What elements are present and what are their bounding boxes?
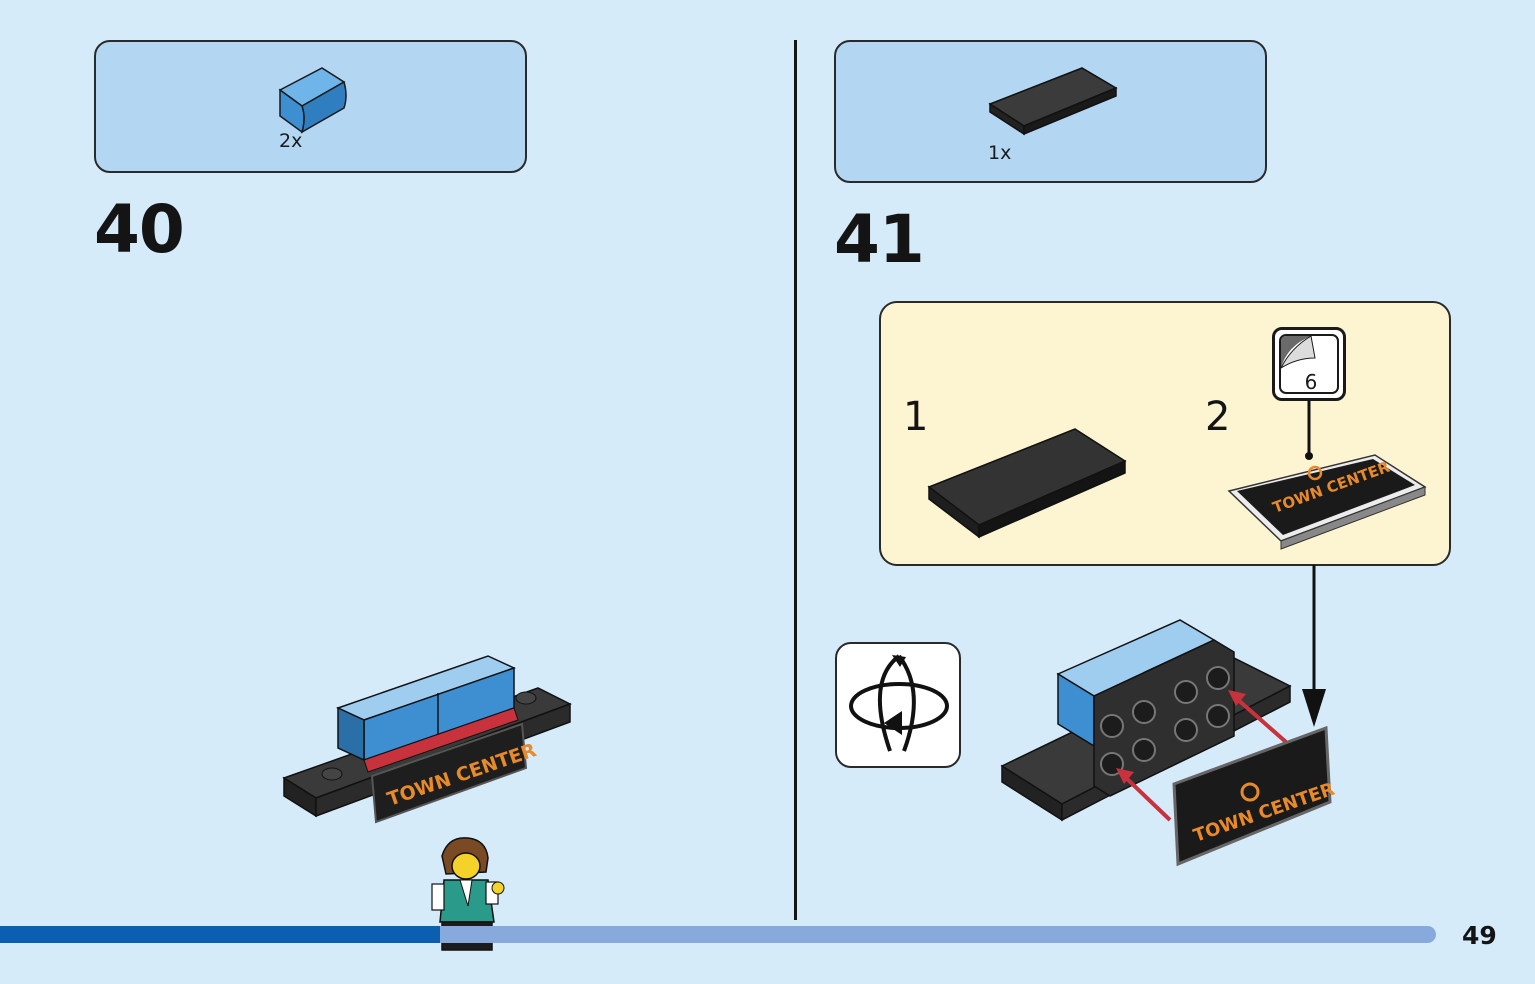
page-divider: [794, 40, 797, 920]
substep-number-2: 2: [1205, 394, 1231, 440]
rotate-icon: [849, 654, 949, 752]
parts-box-step-41: 1x: [834, 40, 1267, 183]
assembly-illustration-step-40: TOWN CENTER: [282, 655, 572, 824]
assembly-illustration-step-41: TOWN CENTER: [1000, 619, 1337, 867]
step-number-41: 41: [834, 201, 925, 278]
sticker-sheet-icon: 6: [1279, 334, 1339, 394]
sticker-number: 6: [1304, 370, 1318, 394]
progress-bar-filled: [0, 926, 440, 943]
placement-arrow: [1302, 565, 1326, 727]
substep-number-1: 1: [903, 394, 929, 440]
curved-brick-blue-icon: [278, 67, 347, 134]
rotate-model-callout: [835, 642, 961, 768]
substep-panel: 1 2 TOWN CENTER: [879, 301, 1451, 566]
page-number: 49: [1462, 921, 1497, 950]
sticker-callout: 6: [1272, 327, 1346, 401]
tile-black-icon: [988, 67, 1118, 136]
progress-bar-track: [440, 926, 1436, 943]
sticker-pointer-line: [1305, 400, 1313, 460]
part-quantity: 2x: [279, 130, 303, 152]
parts-box-step-40: 2x: [94, 40, 527, 173]
step-number-40: 40: [94, 191, 185, 268]
tile-black-icon: [927, 428, 1127, 539]
decorated-tile-icon: TOWN CENTER: [1227, 454, 1427, 550]
part-quantity: 1x: [988, 142, 1012, 164]
